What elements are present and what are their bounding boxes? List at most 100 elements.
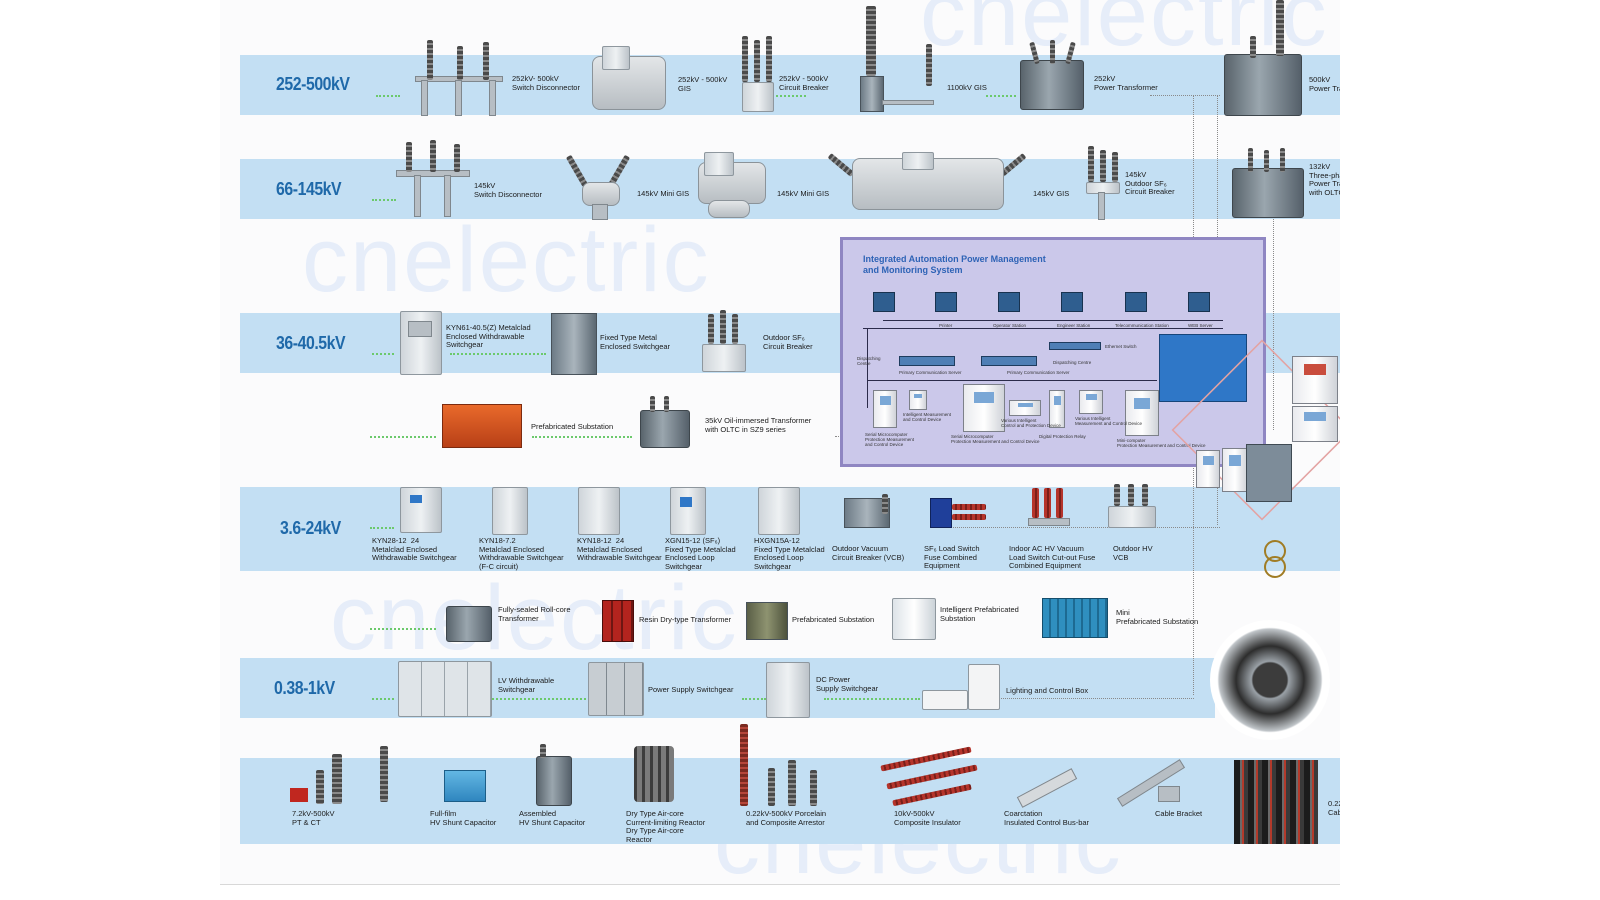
- caption: 500kV Power Tra: [1309, 75, 1340, 93]
- caption: XGN15-12 (SF₆) Fixed Type Metalclad Encl…: [665, 536, 736, 571]
- caption: Resin Dry-type Transformer: [639, 615, 732, 624]
- device-label: Various Intelligent Measurement and Cont…: [1075, 416, 1143, 426]
- caption: 35kV Oil-immersed Transformer with OLTC …: [705, 416, 812, 434]
- generator-rotor: [1210, 620, 1330, 740]
- connector: [372, 199, 396, 201]
- backbone-line: [1150, 95, 1220, 96]
- caption: 145kV GIS: [1033, 189, 1070, 198]
- device-label: Intelligent Measurement and Control Devi…: [903, 412, 952, 422]
- relay-device: [1222, 448, 1248, 492]
- network-label: Primary Communication Server: [1007, 370, 1070, 375]
- caption: Indoor AC HV Vacuum Load Switch Cut-out …: [1009, 544, 1096, 570]
- caption: LV Withdrawable Switchgear: [498, 676, 555, 694]
- node-label: Telecommunication Station: [1115, 323, 1169, 328]
- device-label: Serial Microcomputer Protection Measurem…: [865, 432, 915, 447]
- relay-device: [963, 384, 1005, 432]
- voltage-label-252-500kv: 252-500kV: [276, 74, 350, 94]
- network-label: Ethernet Switch: [1105, 344, 1137, 349]
- relay-device: [1292, 356, 1338, 404]
- connector: [742, 698, 766, 700]
- caption: Outdoor SF₆ Circuit Breaker: [763, 333, 813, 351]
- server-icon: [873, 292, 895, 312]
- device-label: Digital Protection Relay: [1039, 434, 1086, 439]
- caption: KYN61-40.5(Z) Metalclad Enclosed Withdra…: [446, 323, 531, 349]
- caption: Power Supply Switchgear: [648, 685, 734, 694]
- caption: 132kV Three-pha Power Tra with OLTC: [1309, 162, 1340, 197]
- relay-device: [873, 390, 897, 428]
- network-bus: [863, 328, 1223, 329]
- caption: 1100kV GIS: [947, 83, 987, 92]
- backbone-line: [835, 436, 843, 437]
- caption: Intelligent Prefabricated Substation: [940, 605, 1019, 623]
- relay-device: [1079, 390, 1103, 414]
- caption: 145kV Mini GIS: [777, 189, 830, 198]
- caption: 252kV - 500kV GIS: [678, 75, 728, 93]
- caption: 0.22kV-500kV Porcelain and Composite Arr…: [746, 809, 827, 827]
- network-label: Primary Communication Server: [899, 370, 962, 375]
- connector: [488, 698, 586, 700]
- caption: Lighting and Control Box: [1006, 686, 1089, 695]
- caption: HXGN15A-12 Fixed Type Metalclad Enclosed…: [754, 536, 825, 571]
- voltage-label-0-38-1kv: 0.38-1kV: [274, 678, 335, 698]
- caption: Fixed Type Metal Enclosed Switchgear: [600, 333, 671, 351]
- relay-device: [1246, 444, 1292, 502]
- device-label: Various Intelligent Control and Protecti…: [1001, 418, 1061, 428]
- printer-icon: [935, 292, 957, 312]
- web-server-icon: [1188, 292, 1210, 312]
- relay-device: [1196, 450, 1220, 488]
- connector: [370, 436, 436, 438]
- caption: Outdoor Vacuum Circuit Breaker (VCB): [832, 544, 905, 562]
- caption: Prefabricated Substation: [792, 615, 875, 624]
- caption: Full-film HV Shunt Capacitor: [430, 809, 497, 827]
- connector: [824, 698, 920, 700]
- network-label: Dispatching Centre: [857, 356, 881, 366]
- caption: SF₆ Load Switch Fuse Combined Equipment: [924, 544, 980, 570]
- node-label: Engineer Station: [1057, 323, 1091, 328]
- device-label: Mini-computer Protection Measurement and…: [1117, 438, 1206, 448]
- backbone-line: [1273, 200, 1274, 430]
- caption: Cable Bracket: [1155, 809, 1203, 818]
- caption: 0.22 Cab: [1328, 799, 1340, 817]
- relay-device: [1009, 400, 1041, 416]
- caption: Prefabricated Substation: [531, 422, 614, 431]
- integrated-automation-panel: Integrated Automation Power Management a…: [840, 237, 1266, 467]
- connector: [370, 527, 394, 529]
- switch-icon: [899, 356, 955, 366]
- watermark: cnelectric: [302, 209, 711, 311]
- caption: 252kV Power Transformer: [1094, 74, 1158, 92]
- caption: Coarctation Insulated Control Bus-bar: [1004, 809, 1090, 827]
- node-label: Printer: [939, 323, 953, 328]
- network-bus: [883, 320, 1223, 321]
- operator-station-icon: [998, 292, 1020, 312]
- caption: KYN18-7.2 Metalclad Enclosed Withdrawabl…: [479, 536, 564, 571]
- network-bus: [867, 328, 868, 408]
- connector: [372, 698, 394, 700]
- connector: [756, 95, 806, 97]
- caption: Assembled HV Shunt Capacitor: [519, 809, 586, 827]
- scada-screen: [1159, 334, 1247, 402]
- switch-icon: [1049, 342, 1101, 350]
- connector: [370, 628, 436, 630]
- relay-device: [1049, 390, 1065, 428]
- voltage-label-66-145kv: 66-145kV: [276, 179, 342, 199]
- caption: Fully-sealed Roll-core Transformer: [498, 605, 571, 623]
- caption: KYN18-12 24 Metalclad Enclosed Withdrawa…: [577, 536, 662, 562]
- caption: 145kV Mini GIS: [637, 189, 690, 198]
- transformer-symbol: [1264, 556, 1286, 578]
- caption: DC Power Supply Switchgear: [816, 675, 879, 693]
- caption: 7.2kV-500kV PT & CT: [292, 809, 335, 827]
- connector: [532, 436, 632, 438]
- voltage-label-3-6-24kv: 3.6-24kV: [280, 518, 341, 538]
- voltage-label-36-40kv: 36-40.5kV: [276, 333, 346, 353]
- product-chart-canvas: cnelectric cnelectric cnelectric cnelect…: [220, 0, 1340, 884]
- caption: 145kV Switch Disconnector: [474, 181, 542, 199]
- caption: 252kV - 500kV Circuit Breaker: [779, 74, 829, 92]
- relay-device: [1292, 406, 1338, 442]
- caption: 252kV- 500kV Switch Disconnector: [512, 74, 580, 92]
- network-bus: [867, 380, 1157, 381]
- caption: 10kV-500kV Composite Insulator: [894, 809, 961, 827]
- node-label: WEB Server: [1188, 323, 1213, 328]
- connector: [372, 353, 394, 355]
- network-label: Dispatching Centre: [1053, 360, 1092, 365]
- connector: [986, 95, 1016, 97]
